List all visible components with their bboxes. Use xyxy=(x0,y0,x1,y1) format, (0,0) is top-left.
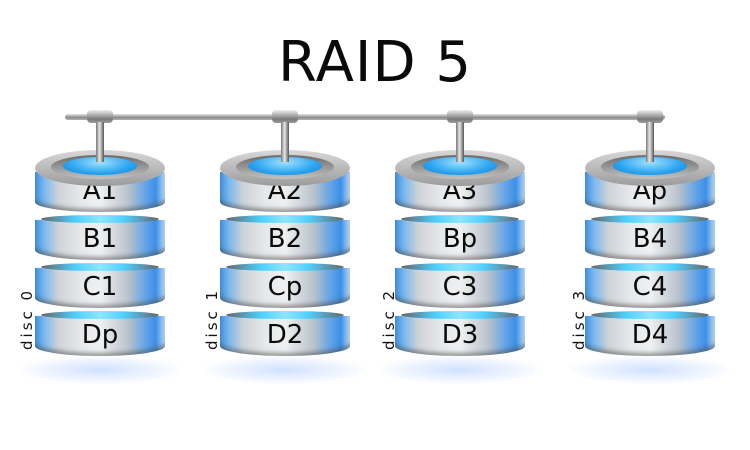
platter-gap-glow xyxy=(226,215,344,223)
spindle-hub xyxy=(423,157,497,175)
disc-block: B1 xyxy=(35,220,165,260)
platter-gap-glow xyxy=(41,263,159,271)
disc-block: B2 xyxy=(220,220,350,260)
disc-block: Cp xyxy=(220,268,350,308)
block-label: D3 xyxy=(441,320,479,350)
platter-gap-glow xyxy=(401,311,519,319)
block-label: D2 xyxy=(266,320,304,350)
disc-label: disc 2 xyxy=(380,287,398,350)
block-label: B4 xyxy=(632,224,668,254)
disc-reflection xyxy=(200,355,370,385)
disc-label: disc 3 xyxy=(570,287,588,350)
platter-gap-glow xyxy=(226,263,344,271)
block-label: B1 xyxy=(82,224,118,254)
disc-block: D2 xyxy=(220,316,350,356)
disc-block: D4 xyxy=(585,316,715,356)
platter-gap-glow xyxy=(401,263,519,271)
disc-block: Bp xyxy=(395,220,525,260)
disc-block: B4 xyxy=(585,220,715,260)
bus-connector xyxy=(272,110,298,123)
disc-label: disc 1 xyxy=(203,287,221,350)
disc-block: C4 xyxy=(585,268,715,308)
platter-gap-glow xyxy=(591,263,709,271)
connector-stem xyxy=(456,122,464,162)
connector-stem xyxy=(96,122,104,162)
disc-block: Dp xyxy=(35,316,165,356)
controller-bus xyxy=(65,114,665,120)
spindle-hub xyxy=(248,157,322,175)
block-label: Cp xyxy=(267,272,303,302)
connector-stem xyxy=(281,122,289,162)
platter-gap-glow xyxy=(226,311,344,319)
diagram-title: RAID 5 xyxy=(277,30,472,95)
block-label: B2 xyxy=(267,224,303,254)
spindle-hub xyxy=(613,157,687,175)
disc-reflection xyxy=(15,355,185,385)
disc-block: C3 xyxy=(395,268,525,308)
block-label: C4 xyxy=(632,272,668,302)
bus-connector xyxy=(447,110,473,123)
block-label: D4 xyxy=(631,320,669,350)
platter-gap-glow xyxy=(591,311,709,319)
connector-stem xyxy=(646,122,654,162)
block-label: Dp xyxy=(81,320,119,350)
disc-label: disc 0 xyxy=(18,287,36,350)
block-label: C1 xyxy=(82,272,118,302)
block-label: Bp xyxy=(442,224,478,254)
platter-gap-glow xyxy=(401,215,519,223)
platter-gap-glow xyxy=(591,215,709,223)
disc-block: D3 xyxy=(395,316,525,356)
disc-reflection xyxy=(565,355,735,385)
disc-top-cap xyxy=(585,150,715,186)
bus-connector xyxy=(87,110,113,123)
block-label: C3 xyxy=(442,272,478,302)
bus-connector xyxy=(637,110,663,123)
disc-block: C1 xyxy=(35,268,165,308)
platter-gap-glow xyxy=(41,311,159,319)
spindle-hub xyxy=(63,157,137,175)
disc-reflection xyxy=(375,355,545,385)
platter-gap-glow xyxy=(41,215,159,223)
